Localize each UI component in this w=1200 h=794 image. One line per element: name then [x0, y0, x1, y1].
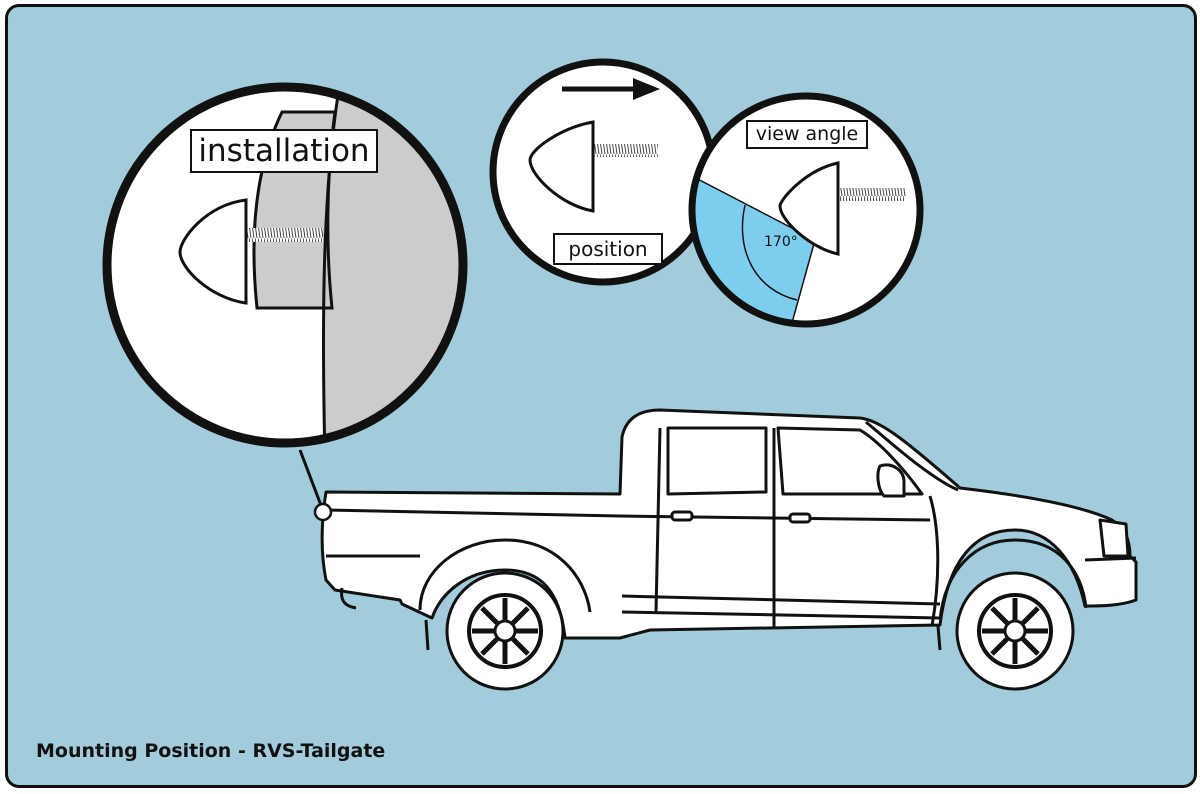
callout-leader-line [298, 449, 324, 509]
position-label: position [553, 233, 663, 265]
view-angle-label: view angle [746, 120, 868, 149]
camera-icon [528, 120, 595, 213]
wheel-spokes [472, 598, 1048, 664]
camera-icon [778, 161, 840, 256]
installation-label: installation [190, 129, 378, 173]
angle-value-label: 170° [764, 234, 798, 250]
tailgate-camera-marker [313, 502, 333, 522]
camera-icon [178, 198, 248, 305]
diagram-caption: Mounting Position - RVS-Tailgate [36, 740, 386, 762]
installation-callout [102, 82, 468, 448]
arrow-right-icon [633, 78, 660, 100]
position-callout [489, 58, 717, 286]
angle-arc [741, 204, 798, 301]
